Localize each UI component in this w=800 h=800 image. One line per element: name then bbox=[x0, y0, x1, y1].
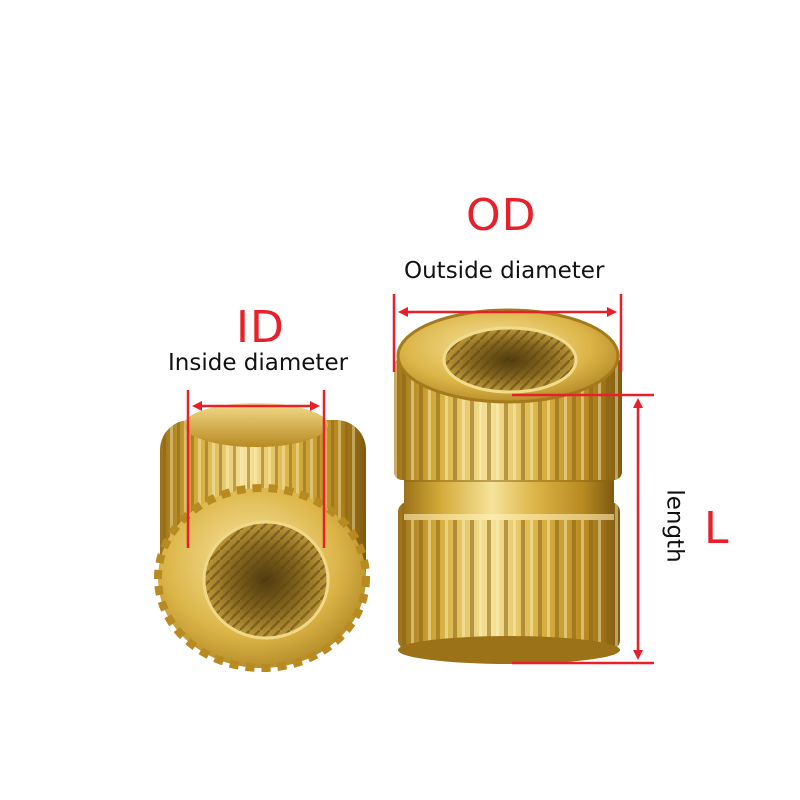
id-label: ID bbox=[236, 302, 285, 353]
right-insert bbox=[394, 308, 622, 664]
outside-diameter-caption: Outside diameter bbox=[404, 258, 605, 284]
od-label: OD bbox=[466, 190, 537, 241]
length-code-label: L bbox=[704, 503, 730, 554]
length-caption: length bbox=[661, 489, 688, 563]
id-dimension-marker bbox=[186, 390, 326, 548]
length-dimension-marker bbox=[512, 393, 654, 665]
od-dimension-marker bbox=[392, 294, 623, 372]
inside-diameter-caption: Inside diameter bbox=[168, 350, 349, 376]
left-insert bbox=[154, 403, 370, 672]
